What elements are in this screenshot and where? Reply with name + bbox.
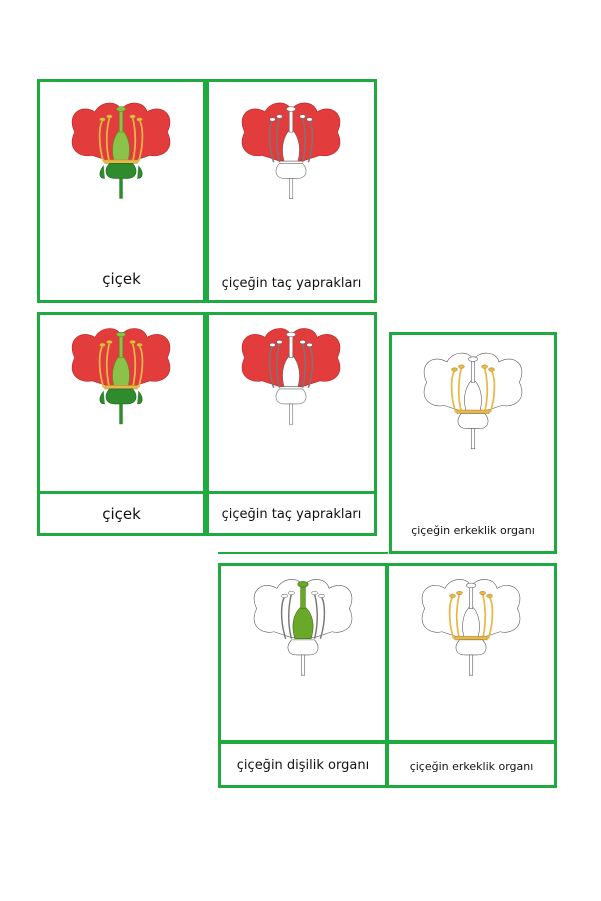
card-label: çiçeğin taç yaprakları bbox=[221, 507, 362, 522]
flower-illustration bbox=[71, 327, 171, 426]
petals-illustration bbox=[241, 327, 341, 425]
card-label: çiçek bbox=[102, 505, 141, 523]
card-flower-row1: çiçek bbox=[37, 79, 206, 303]
card-label: çiçeğin taç yaprakları bbox=[221, 276, 362, 291]
petals-illustration bbox=[241, 102, 341, 200]
card-label: çiçeğin dişilik organı bbox=[236, 758, 370, 773]
card-stamen-row2: çiçeğin erkeklik organı bbox=[389, 332, 557, 554]
card-stamen-row3-label: çiçeğin erkeklik organı bbox=[386, 741, 557, 788]
card-petals-row2-image bbox=[206, 312, 377, 494]
card-petals-row1: çiçeğin taç yaprakları bbox=[206, 79, 377, 303]
card-label: çiçeğin erkeklik organı bbox=[409, 760, 534, 773]
card-label: çiçek bbox=[102, 270, 141, 288]
card-flower-row2-label: çiçek bbox=[37, 491, 206, 536]
stamen-illustration bbox=[423, 352, 523, 450]
stamen-illustration bbox=[421, 578, 521, 677]
card-flower-row2-image bbox=[37, 312, 206, 494]
flower-illustration bbox=[71, 102, 171, 200]
card-petals-row2-label: çiçeğin taç yaprakları bbox=[206, 491, 377, 536]
card-stamen-row3-image bbox=[386, 563, 557, 743]
card-pistil-row3-label: çiçeğin dişilik organı bbox=[218, 741, 388, 788]
card-label: çiçeğin erkeklik organı bbox=[411, 524, 535, 537]
pistil-illustration bbox=[253, 578, 353, 676]
card-pistil-row3-image bbox=[218, 563, 388, 743]
divider-line bbox=[218, 552, 388, 554]
